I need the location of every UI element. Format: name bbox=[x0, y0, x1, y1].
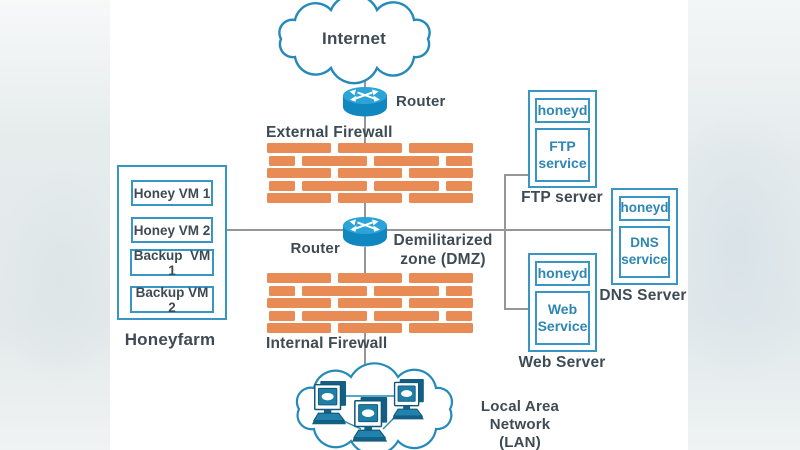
backup-vm1-label: Backup VM 1 bbox=[133, 247, 215, 278]
connector-honeyfarm-router2 bbox=[227, 229, 346, 231]
computer-icon bbox=[391, 378, 425, 421]
firewall-brick bbox=[268, 310, 295, 321]
connector-router-extfirewall bbox=[364, 116, 366, 144]
ftp-server-label: FTP server bbox=[521, 189, 603, 206]
firewall-brick bbox=[409, 298, 473, 308]
dmz-router-label: Router bbox=[290, 240, 340, 257]
web-honeyd-box: honeyd bbox=[535, 261, 590, 286]
external-firewall-icon bbox=[267, 143, 473, 203]
connector-trunk-ftp bbox=[504, 174, 530, 176]
honey-vm1-label: Honey VM 1 bbox=[133, 185, 211, 201]
firewall-brick bbox=[445, 310, 472, 321]
firewall-brick bbox=[409, 168, 473, 178]
internet-cloud-icon bbox=[278, 0, 431, 85]
lan-label-line2: (LAN) bbox=[499, 434, 541, 450]
firewall-brick bbox=[338, 298, 402, 308]
firewall-brick bbox=[267, 168, 331, 178]
lan-label-line1: Local Area Network bbox=[480, 398, 560, 433]
router-icon bbox=[343, 217, 387, 247]
computer-icon bbox=[311, 380, 347, 425]
connector-router2-dns bbox=[387, 229, 612, 231]
honey-vm2-box: Honey VM 2 bbox=[131, 217, 213, 243]
firewall-brick bbox=[409, 143, 473, 153]
firewall-brick bbox=[409, 323, 473, 333]
firewall-brick bbox=[445, 285, 472, 296]
backup-vm1-box: Backup VM 1 bbox=[130, 247, 215, 278]
honeyfarm-label: Honeyfarm bbox=[124, 330, 216, 349]
firewall-brick bbox=[267, 193, 331, 203]
firewall-brick bbox=[267, 323, 331, 333]
firewall-brick bbox=[338, 273, 402, 283]
firewall-brick bbox=[338, 168, 402, 178]
firewall-brick bbox=[268, 155, 295, 166]
dmz-label-line1: Demilitarized bbox=[393, 232, 493, 249]
ftp-service-box: FTP service bbox=[535, 128, 590, 182]
internal-firewall-label: Internal Firewall bbox=[266, 335, 388, 352]
dmz-label-line2: zone (DMZ) bbox=[400, 250, 486, 268]
dns-server-label: DNS Server bbox=[599, 287, 687, 304]
connector-trunk-web bbox=[504, 308, 530, 310]
honey-vm1-box: Honey VM 1 bbox=[131, 180, 213, 206]
external-firewall-label: External Firewall bbox=[266, 124, 393, 141]
firewall-brick bbox=[338, 193, 402, 203]
firewall-brick bbox=[301, 155, 367, 166]
honey-vm2-label: Honey VM 2 bbox=[133, 222, 211, 238]
web-service-box: Web Service bbox=[535, 291, 590, 345]
firewall-brick bbox=[373, 155, 439, 166]
web-honeyd-label: honeyd bbox=[537, 264, 588, 281]
dns-honeyd-box: honeyd bbox=[619, 196, 670, 221]
firewall-brick bbox=[267, 298, 331, 308]
ftp-honeyd-box: honeyd bbox=[535, 98, 590, 123]
web-server-label: Web Server bbox=[518, 354, 606, 371]
firewall-brick bbox=[445, 155, 472, 166]
firewall-brick bbox=[409, 273, 473, 283]
internet-label: Internet bbox=[322, 29, 386, 48]
firewall-brick bbox=[445, 180, 472, 191]
lan-cloud-icon bbox=[295, 362, 454, 450]
background-blur-left bbox=[0, 0, 110, 450]
ftp-honeyd-label: honeyd bbox=[537, 101, 588, 118]
firewall-brick bbox=[409, 193, 473, 203]
backup-vm2-box: Backup VM 2 bbox=[130, 284, 214, 315]
firewall-brick bbox=[267, 273, 331, 283]
firewall-brick bbox=[301, 310, 367, 321]
firewall-brick bbox=[373, 180, 439, 191]
web-service-label: Web Service bbox=[537, 300, 588, 335]
connector-router2-intfirewall bbox=[364, 247, 366, 274]
computer-icon bbox=[351, 396, 388, 443]
firewall-brick bbox=[267, 143, 331, 153]
firewall-brick bbox=[373, 310, 439, 321]
firewall-brick bbox=[338, 323, 402, 333]
firewall-brick bbox=[301, 180, 367, 191]
background-blur-right bbox=[688, 0, 800, 450]
firewall-brick bbox=[301, 285, 367, 296]
firewall-brick bbox=[268, 285, 295, 296]
internal-firewall-icon bbox=[267, 273, 473, 333]
dns-honeyd-label: honeyd bbox=[620, 200, 669, 216]
router-icon bbox=[343, 87, 387, 117]
external-router-label: Router bbox=[396, 93, 446, 110]
firewall-brick bbox=[373, 285, 439, 296]
firewall-brick bbox=[268, 180, 295, 191]
firewall-brick bbox=[338, 143, 402, 153]
dns-service-label: DNS service bbox=[621, 235, 668, 267]
connector-extfirewall-router2 bbox=[364, 201, 366, 222]
connector-dmz-trunk bbox=[504, 174, 506, 310]
connector-intfirewall-lan bbox=[364, 332, 366, 372]
backup-vm2-label: Backup VM 2 bbox=[135, 284, 213, 315]
dns-service-box: DNS service bbox=[619, 226, 670, 278]
ftp-service-label: FTP service bbox=[538, 137, 587, 172]
